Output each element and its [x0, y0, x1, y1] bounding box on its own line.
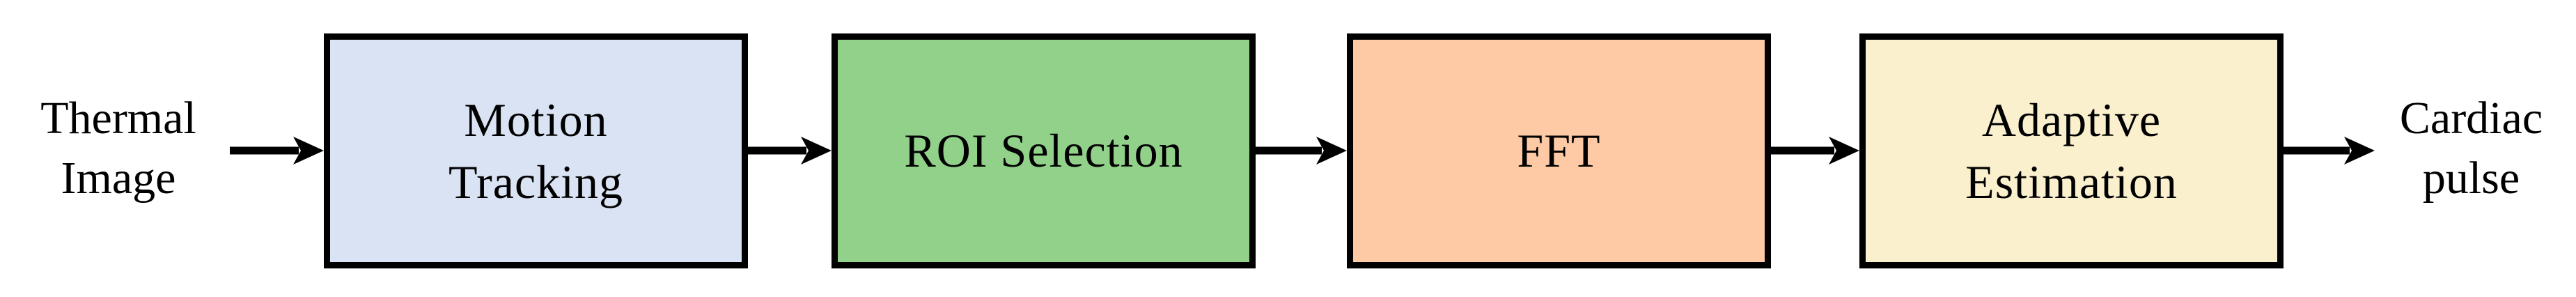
arrow-head: [801, 137, 832, 165]
arrow-head: [293, 137, 324, 165]
arrow-head: [1316, 137, 1347, 165]
block-adaptive-estimation: Adaptive Estimation: [1859, 33, 2284, 268]
block-label-adaptive-estimation: Adaptive Estimation: [1965, 93, 2178, 208]
block-roi-selection: ROI Selection: [832, 33, 1256, 268]
arrow-head: [1829, 137, 1859, 165]
flow-arrow-icon: [1770, 137, 1859, 165]
flow-arrow-icon: [1256, 137, 1347, 165]
block-motion-tracking: Motion Tracking: [324, 33, 748, 268]
input-label-thermal-image: Thermal Image: [40, 93, 196, 204]
output-label-cardiac-pulse: Cardiac pulse: [2399, 93, 2543, 204]
arrow-head: [2344, 137, 2375, 165]
flow-arrow-icon: [230, 137, 324, 165]
block-label-motion-tracking: Motion Tracking: [448, 93, 624, 208]
block-fft: FFT: [1347, 33, 1771, 268]
block-label-fft: FFT: [1517, 124, 1601, 178]
flow-arrow-icon: [2284, 137, 2375, 165]
block-label-roi-selection: ROI Selection: [904, 124, 1183, 178]
flow-arrow-icon: [748, 137, 832, 165]
